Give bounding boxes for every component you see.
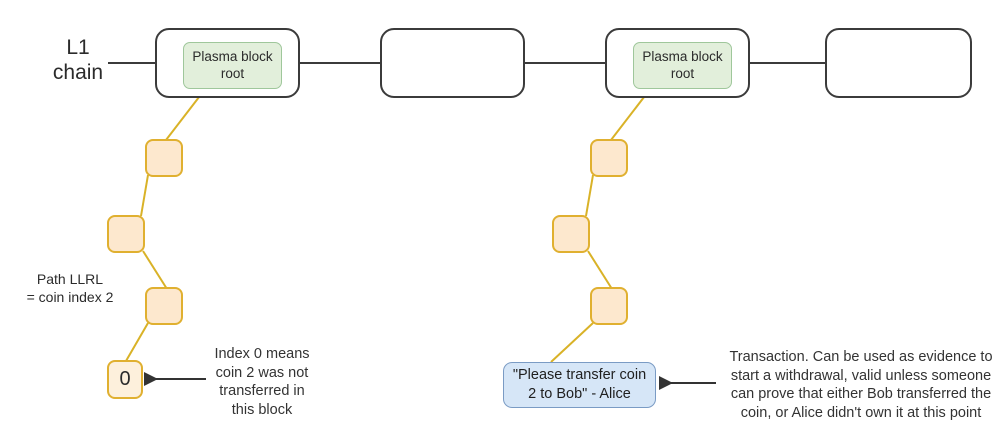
left-annotation-line-2: coin 2 was not xyxy=(215,364,309,381)
l1-block-4[interactable] xyxy=(825,28,972,98)
right-annotation-line-2: start a withdrawal, valid unless someone xyxy=(730,367,992,384)
right-link-n3-leaf xyxy=(550,322,594,363)
path-llrl-note: Path LLRL = coin index 2 xyxy=(26,271,114,306)
right-annotation-text: Transaction. Can be used as evidence to … xyxy=(716,348,1006,422)
l1-block-2[interactable] xyxy=(380,28,525,98)
plasma-block-root-2[interactable]: Plasma block root xyxy=(633,42,732,89)
plasma-block-root-1[interactable]: Plasma block root xyxy=(183,42,282,89)
left-merkle-leaf[interactable]: 0 xyxy=(107,360,143,399)
l1-block-3[interactable]: Plasma block root xyxy=(605,28,750,98)
right-annotation-line-1: Transaction. Can be used as evidence to xyxy=(729,349,993,365)
left-link-n1-n2 xyxy=(140,174,149,217)
l1-chain-label: L1 chain xyxy=(52,36,104,84)
left-annotation-line-1: Index 0 means xyxy=(214,346,310,362)
left-merkle-node-2[interactable] xyxy=(107,215,145,253)
transaction-leaf-box[interactable]: "Please transfer coin 2 to Bob" - Alice xyxy=(503,362,656,408)
left-merkle-node-3[interactable] xyxy=(145,287,183,325)
left-annotation-line-3: transferred in xyxy=(219,383,305,400)
right-link-n2-n3 xyxy=(587,250,613,290)
left-merkle-node-1[interactable] xyxy=(145,139,183,177)
left-link-n2-n3 xyxy=(142,250,168,290)
left-annotation-text: Index 0 means coin 2 was not transferred… xyxy=(207,345,317,419)
right-annotation-line-3: can prove that either Bob transferred th… xyxy=(730,386,992,403)
right-annotation-line-4: coin, or Alice didn't own it at this poi… xyxy=(740,404,982,421)
right-merkle-node-1[interactable] xyxy=(590,139,628,177)
l1-block-1[interactable]: Plasma block root xyxy=(155,28,300,98)
left-link-n3-leaf xyxy=(125,322,149,362)
right-merkle-node-2[interactable] xyxy=(552,215,590,253)
right-link-n1-n2 xyxy=(585,174,594,217)
right-merkle-node-3[interactable] xyxy=(590,287,628,325)
left-annotation-line-4: this block xyxy=(231,401,293,418)
